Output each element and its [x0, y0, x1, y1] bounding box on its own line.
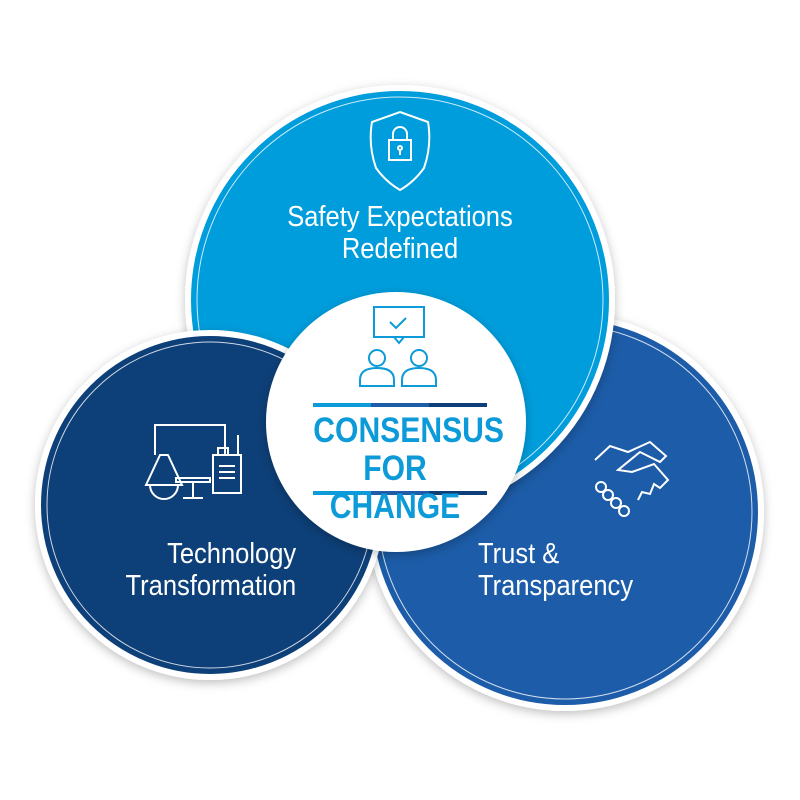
label-line: Transparency [478, 570, 634, 602]
divider-top [313, 403, 487, 407]
center-line: CONSENSUS [313, 411, 504, 450]
circle-center [266, 292, 526, 552]
handshake-icon [594, 440, 670, 517]
label-line: Technology [167, 538, 297, 570]
people-consensus-icon [359, 306, 437, 387]
center-line: FOR CHANGE [329, 449, 461, 526]
label-line: Redefined [341, 233, 459, 265]
camera-radio-icon [144, 424, 242, 500]
label-line: Trust & [478, 538, 560, 570]
label-line: Safety Expectations [287, 201, 513, 233]
shield-lock-icon [369, 110, 431, 192]
label-trust: Trust &Transparency [478, 538, 680, 602]
label-line: Transformation [125, 570, 297, 602]
divider-bottom [313, 491, 487, 495]
